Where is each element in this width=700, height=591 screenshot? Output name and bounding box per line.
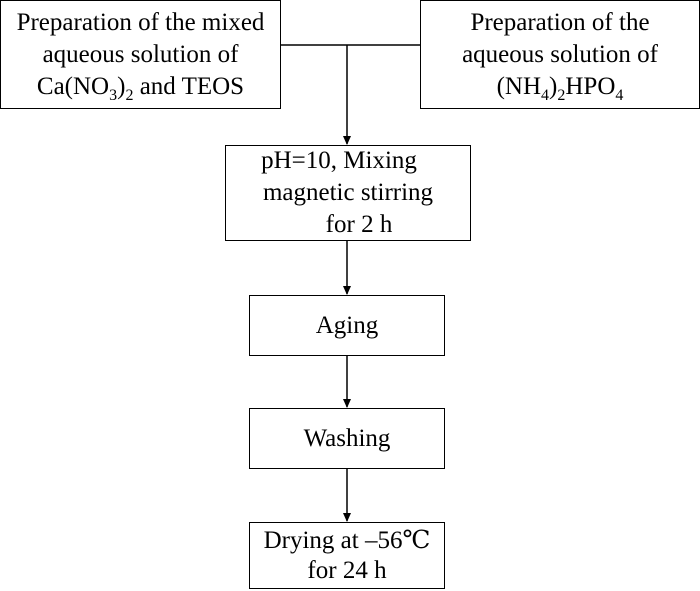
mixed-solution-line2: aqueous solution of	[42, 40, 239, 68]
washing-step-box: Washing	[249, 408, 445, 469]
phosphate-solution-box: Preparation of the aqueous solution of (…	[420, 0, 700, 109]
mixing-line1: pH=10, Mixing	[261, 147, 417, 174]
phosphate-solution-line3-prefix: (NH	[496, 72, 542, 100]
phosphate-solution-line3-mid: )	[549, 72, 558, 100]
phosphate-solution-line2: aqueous solution of	[462, 40, 658, 68]
mixed-solution-line3-suffix: and TEOS	[133, 72, 245, 100]
aging-label: Aging	[315, 311, 379, 339]
aging-step-box: Aging	[249, 295, 445, 356]
phosphate-solution-line1: Preparation of the	[470, 8, 650, 36]
mixed-solution-line1: Preparation of the mixed	[16, 8, 265, 36]
mixed-solution-box: Preparation of the mixed aqueous solutio…	[0, 0, 281, 109]
phosphate-solution-line3-sub3: 4	[615, 86, 624, 104]
phosphate-solution-line3-sub2: 2	[557, 86, 566, 104]
drying-line1: Drying at –56℃	[263, 526, 431, 554]
mixed-solution-line3-sub1: 3	[109, 86, 118, 104]
mixing-line3: for 2 h	[325, 211, 393, 238]
mixing-step-box: pH=10, Mixing magnetic stirring for 2 h	[225, 145, 471, 241]
phosphate-solution-line3-mid2: HPO	[565, 72, 616, 100]
drying-line2: for 24 h	[307, 556, 387, 584]
mixed-solution-line3-mid: )	[117, 72, 126, 100]
phosphate-solution-line3-sub1: 4	[541, 86, 550, 104]
mixed-solution-line3-sub2: 2	[125, 86, 134, 104]
washing-label: Washing	[303, 424, 391, 452]
phosphate-solution-line3: (NH4)2HPO4	[496, 71, 624, 104]
mixing-line2: magnetic stirring	[262, 179, 434, 206]
mixed-solution-line3: Ca(NO3)2 and TEOS	[36, 71, 245, 104]
mixed-solution-line3-prefix: Ca(NO	[36, 72, 110, 100]
drying-step-box: Drying at –56℃ for 24 h	[249, 522, 445, 589]
